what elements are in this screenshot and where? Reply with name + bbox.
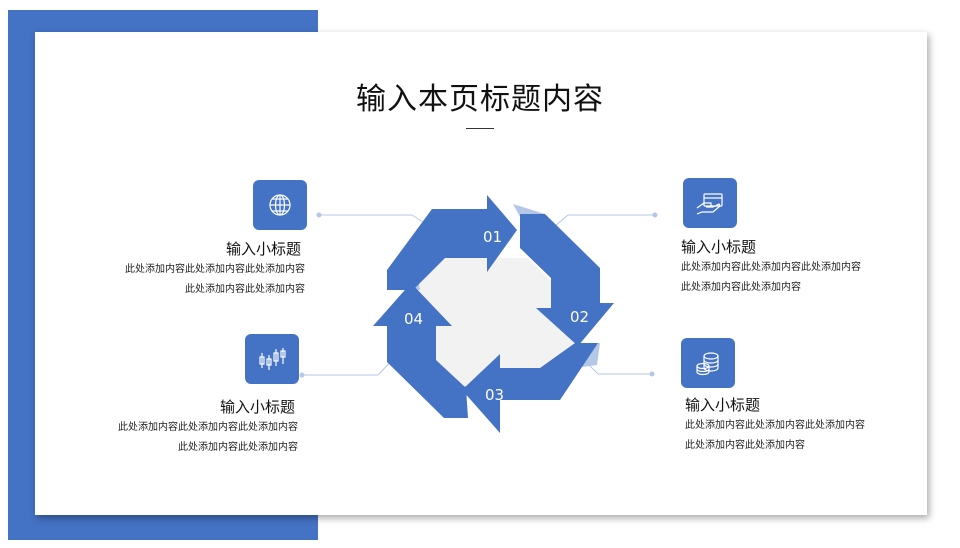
item-bottom-left-text: 此处添加内容此处添加内容此处添加内容 此处添加内容此处添加内容	[118, 418, 298, 458]
step-02-label: 02	[570, 308, 589, 326]
page-title: 输入本页标题内容	[356, 82, 604, 117]
item-bottom-right-text: 此处添加内容此处添加内容此处添加内容 此处添加内容此处添加内容	[685, 416, 865, 456]
globe-icon	[269, 194, 291, 216]
coins-icon	[696, 352, 719, 376]
step-03-label: 03	[485, 386, 504, 404]
card-in-hand-icon	[696, 193, 723, 215]
item-bottom-right-line-2: 此处添加内容此处添加内容	[685, 440, 805, 451]
item-bottom-right-line-1: 此处添加内容此处添加内容此处添加内容	[685, 420, 865, 431]
item-bottom-left-icon-box	[245, 334, 299, 384]
item-top-left-text: 此处添加内容此处添加内容此处添加内容 此处添加内容此处添加内容	[125, 260, 305, 300]
step-04-label: 04	[404, 310, 423, 328]
candlestick-chart-icon	[259, 348, 286, 370]
item-top-right-line-1: 此处添加内容此处添加内容此处添加内容	[681, 262, 861, 273]
center-panel	[410, 258, 574, 392]
item-top-right-line-2: 此处添加内容此处添加内容	[681, 282, 801, 293]
item-bottom-left-heading: 输入小标题	[220, 398, 296, 416]
item-top-left-heading: 输入小标题	[226, 240, 302, 258]
item-bottom-left-line-1: 此处添加内容此处添加内容此处添加内容	[118, 422, 298, 433]
arrow-04	[373, 283, 468, 418]
item-top-left-line-2: 此处添加内容此处添加内容	[185, 284, 305, 295]
step-01-label: 01	[483, 228, 502, 246]
item-bottom-right-icon-box	[681, 338, 735, 388]
item-top-right-text: 此处添加内容此处添加内容此处添加内容 此处添加内容此处添加内容	[681, 258, 861, 298]
arrow-01	[387, 195, 517, 290]
title-underline	[466, 128, 494, 129]
item-bottom-right-heading: 输入小标题	[685, 396, 761, 414]
item-top-right-icon-box	[683, 178, 737, 228]
item-bottom-left-line-2: 此处添加内容此处添加内容	[178, 442, 298, 453]
item-top-left-line-1: 此处添加内容此处添加内容此处添加内容	[125, 264, 305, 275]
item-top-right-heading: 输入小标题	[681, 238, 757, 256]
item-top-left-icon-box	[253, 180, 307, 230]
arrow-03	[462, 343, 598, 433]
arrow-02	[520, 214, 614, 346]
